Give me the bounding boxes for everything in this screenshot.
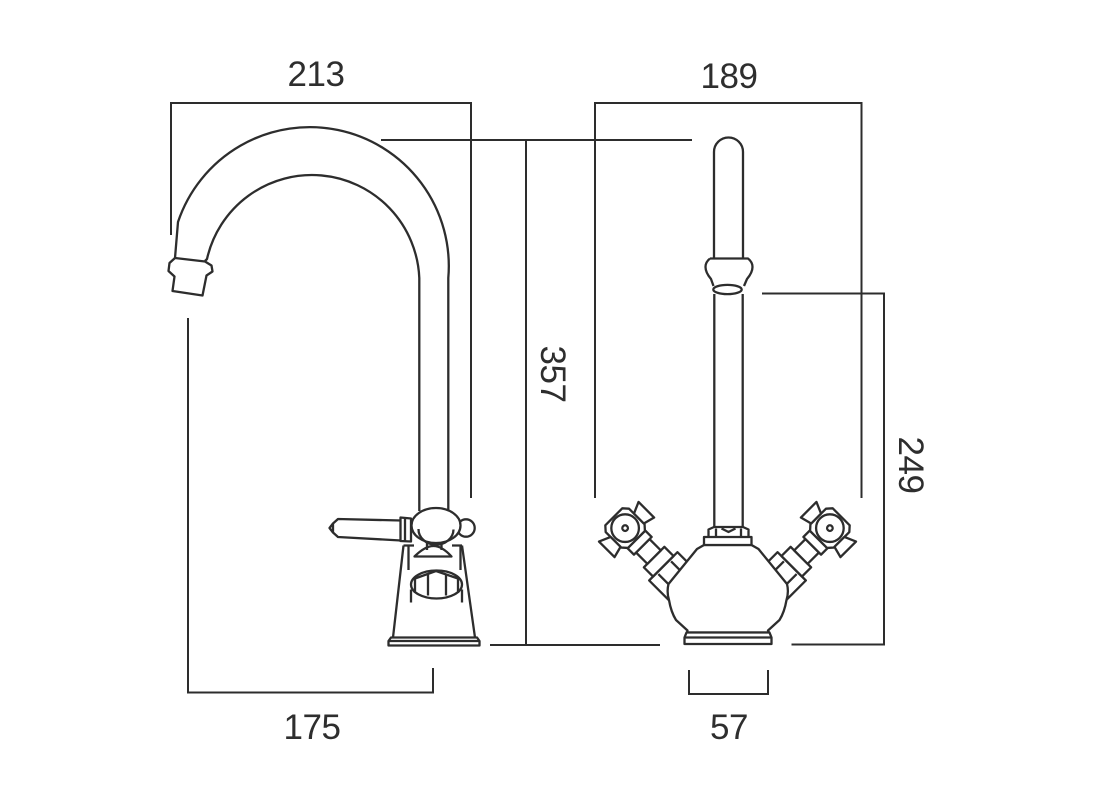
front-body xyxy=(666,543,790,634)
olive-dome xyxy=(413,544,453,558)
column-tube-lower xyxy=(713,294,744,527)
dimension-overall-height: 357 xyxy=(381,139,692,646)
dimension-spout-reach: 175 xyxy=(187,318,434,747)
dimension-front-width: 189 xyxy=(594,57,863,498)
left-cross-handle-dot xyxy=(621,524,630,533)
overall-depth-bracket xyxy=(170,102,472,498)
overall-height-label: 357 xyxy=(533,346,572,403)
outlet-height-label: 249 xyxy=(891,437,930,494)
side-view xyxy=(167,125,481,647)
column-collar xyxy=(704,257,754,287)
overall-depth-label: 213 xyxy=(288,55,345,94)
spout-inner-curve xyxy=(204,173,421,511)
body-cone xyxy=(391,545,477,638)
spout-reach-label: 175 xyxy=(284,708,341,747)
dimension-outlet-height: 249 xyxy=(762,292,930,646)
left-cross-handle-hub xyxy=(610,513,641,544)
dimension-base-width: 57 xyxy=(688,670,769,747)
handle-hub xyxy=(410,506,462,545)
bonnet-ring-sides xyxy=(409,589,464,603)
column-nut xyxy=(707,525,750,537)
lever-handle xyxy=(331,517,403,542)
front-width-bracket xyxy=(594,102,863,498)
dimension-overall-depth: 213 xyxy=(170,55,472,498)
left-handle-cross-arm-b xyxy=(632,500,656,525)
lever-tip-facets xyxy=(328,522,334,534)
right-cross-handle-dot xyxy=(825,524,834,533)
base-width-bracket xyxy=(688,670,769,695)
spout-reach-bracket xyxy=(187,318,434,694)
right-handle-cross-arm-b xyxy=(833,535,858,559)
front-view xyxy=(597,136,858,646)
column-outlet-ring xyxy=(712,283,743,296)
left-handle-cross-arm-a xyxy=(597,535,622,559)
bonnet-ring xyxy=(409,569,464,600)
spout-outer-curve xyxy=(173,125,450,511)
column-flange xyxy=(702,535,753,547)
base-width-label: 57 xyxy=(710,708,748,747)
column-tube-upper xyxy=(712,136,745,258)
front-width-label: 189 xyxy=(701,57,758,96)
bonnet-hex-nut xyxy=(413,569,460,596)
spout-nozzle xyxy=(167,256,214,297)
cartridge-sides xyxy=(407,545,462,570)
handle-hub-inner-contour xyxy=(417,528,455,546)
right-cross-handle-hub xyxy=(814,513,845,544)
right-handle-cross-arm-a xyxy=(799,500,823,525)
